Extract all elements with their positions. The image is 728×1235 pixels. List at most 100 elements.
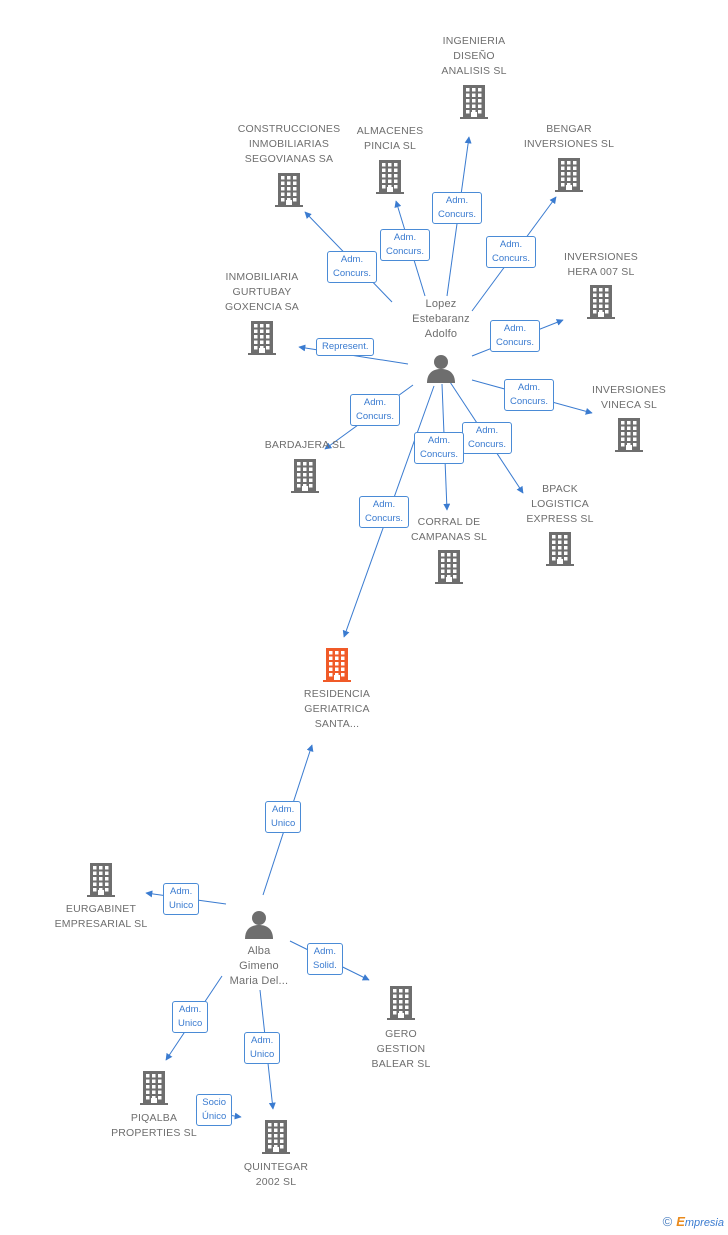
edge-label-lopez-vineca[interactable]: Adm. Concurs.	[504, 379, 555, 411]
edge-label-lopez-bpack[interactable]: Adm.Concurs.	[462, 422, 513, 454]
copyright-symbol: ©	[662, 1214, 673, 1229]
building-icon[interactable]	[86, 863, 116, 902]
edge-label-text: Concurs.	[510, 396, 549, 407]
node-label-line: CAMPANAS SL	[410, 531, 488, 543]
building-icon[interactable]	[322, 648, 352, 687]
edge-label-text: Adm.	[427, 435, 451, 446]
company-name-eurgabinet[interactable]: EURGABINET EMPRESARIAL SL	[26, 902, 176, 932]
building-icon[interactable]	[545, 532, 575, 571]
edge-label-text: Concurs.	[492, 253, 531, 264]
edge-label-text: Adm.	[340, 254, 364, 265]
node-label-line: SANTA...	[314, 718, 360, 730]
edge-label-alba-gero[interactable]: Adm. Solid.	[307, 943, 343, 975]
node-label-line: 2002 SL	[255, 1176, 297, 1188]
edge-label-lopez-bengar[interactable]: Adm. Concurs.	[486, 236, 537, 268]
building-icon[interactable]	[434, 550, 464, 589]
edge-label-text: Adm.	[372, 499, 396, 510]
edge-label-text: Unico	[178, 1018, 203, 1029]
building-icon[interactable]	[247, 321, 277, 360]
node-label-line: CONSTRUCCIONES	[237, 123, 341, 135]
company-name-quintegar[interactable]: QUINTEGAR 2002 SL	[201, 1160, 351, 1190]
node-label-line: VINECA SL	[600, 399, 658, 411]
edge-label-text: Concurs.	[386, 246, 425, 257]
edge-label-lopez-almacenes[interactable]: Adm.Concurs.	[380, 229, 431, 261]
edge-label-lopez-hera[interactable]: Adm.Concurs.	[490, 320, 541, 352]
node-label-line: GERO	[385, 1028, 417, 1040]
node-label-line: RESIDENCIA	[303, 688, 371, 700]
edge-label-text: Adm.	[499, 239, 523, 250]
edge-label-text: Concurs.	[420, 449, 459, 460]
edge-label-alba-eurgabinet[interactable]: Adm. Unico	[163, 883, 200, 915]
building-icon[interactable]	[459, 85, 489, 124]
building-icon[interactable]	[554, 158, 584, 197]
edge-label-lopez-residencia[interactable]: Adm. Concurs.	[359, 496, 410, 528]
building-icon[interactable]	[261, 1120, 291, 1159]
node-label-line: BPACK	[542, 483, 578, 495]
edge-label-text: Concurs.	[333, 268, 372, 279]
building-icon[interactable]	[290, 459, 320, 498]
node-label-line: Alba	[247, 945, 271, 957]
node-label-line: ANALISIS SL	[441, 65, 507, 77]
edge-label-text: Unico	[250, 1049, 275, 1060]
node-label-line: GESTION	[376, 1043, 426, 1055]
edge-label-text: Adm.	[475, 425, 499, 436]
node-label-line: EURGABINET	[65, 903, 137, 915]
empresia-brand[interactable]: ©Empresia	[663, 1214, 724, 1229]
edge-label-lopez-ingenieria[interactable]: Adm.Concurs.	[432, 192, 483, 224]
node-label-line: EMPRESARIAL SL	[54, 918, 148, 930]
company-name-corral[interactable]: CORRAL DE CAMPANAS SL	[374, 515, 524, 545]
node-label-line: Estebaranz	[412, 313, 470, 325]
node-label-line: PINCIA SL	[364, 140, 416, 152]
edge-label-alba-piqalba[interactable]: Adm.Unico	[172, 1001, 209, 1033]
node-label-line: QUINTEGAR	[243, 1161, 309, 1173]
edge-label-text: Adm.	[503, 323, 527, 334]
node-label-line: CORRAL DE	[417, 516, 481, 528]
node-label-line: INGENIERIA	[442, 35, 506, 47]
node-label-line: LOGISTICA	[531, 498, 589, 510]
building-icon[interactable]	[386, 986, 416, 1025]
node-label-line: BENGAR	[546, 123, 592, 135]
edge-label-text: Unico	[271, 818, 296, 829]
edge-label-text: Socio	[202, 1097, 227, 1108]
edge-label-text: Adm.	[170, 886, 193, 897]
edge-label-text: Adm.	[517, 382, 541, 393]
node-label-line: GURTUBAY	[232, 286, 292, 298]
edge-label-alba-residencia[interactable]: Adm.Unico	[265, 801, 302, 833]
edge-label-lopez-corral[interactable]: Adm. Concurs.	[414, 432, 465, 464]
edge-label-lopez-construcciones[interactable]: Adm. Concurs.	[327, 251, 378, 283]
edge-label-lopez-gurtubay[interactable]: Represent.	[316, 338, 375, 356]
edge-label-text: Adm.	[363, 397, 387, 408]
company-name-bardajera[interactable]: BARDAJERA SL	[230, 438, 380, 453]
building-icon[interactable]	[614, 418, 644, 457]
building-icon[interactable]	[375, 160, 405, 199]
edge-label-alba-quintegar[interactable]: Adm.Unico	[244, 1032, 281, 1064]
edge-label-text: Concurs.	[365, 513, 404, 524]
building-icon[interactable]	[139, 1071, 169, 1110]
building-icon[interactable]	[274, 173, 304, 212]
edge-label-text: Solid.	[313, 960, 337, 971]
node-label-line: GOXENCIA SA	[225, 301, 299, 313]
edge-label-text: Adm.	[313, 946, 336, 957]
edge-label-lopez-bardajera[interactable]: Adm. Concurs.	[350, 394, 401, 426]
person-icon[interactable]	[244, 909, 274, 944]
edge-label-text: Concurs.	[356, 411, 395, 422]
building-icon[interactable]	[586, 285, 616, 324]
node-label-line: PIQALBA	[130, 1112, 178, 1124]
person-icon[interactable]	[426, 353, 456, 388]
edge-label-text: Unico	[169, 900, 194, 911]
